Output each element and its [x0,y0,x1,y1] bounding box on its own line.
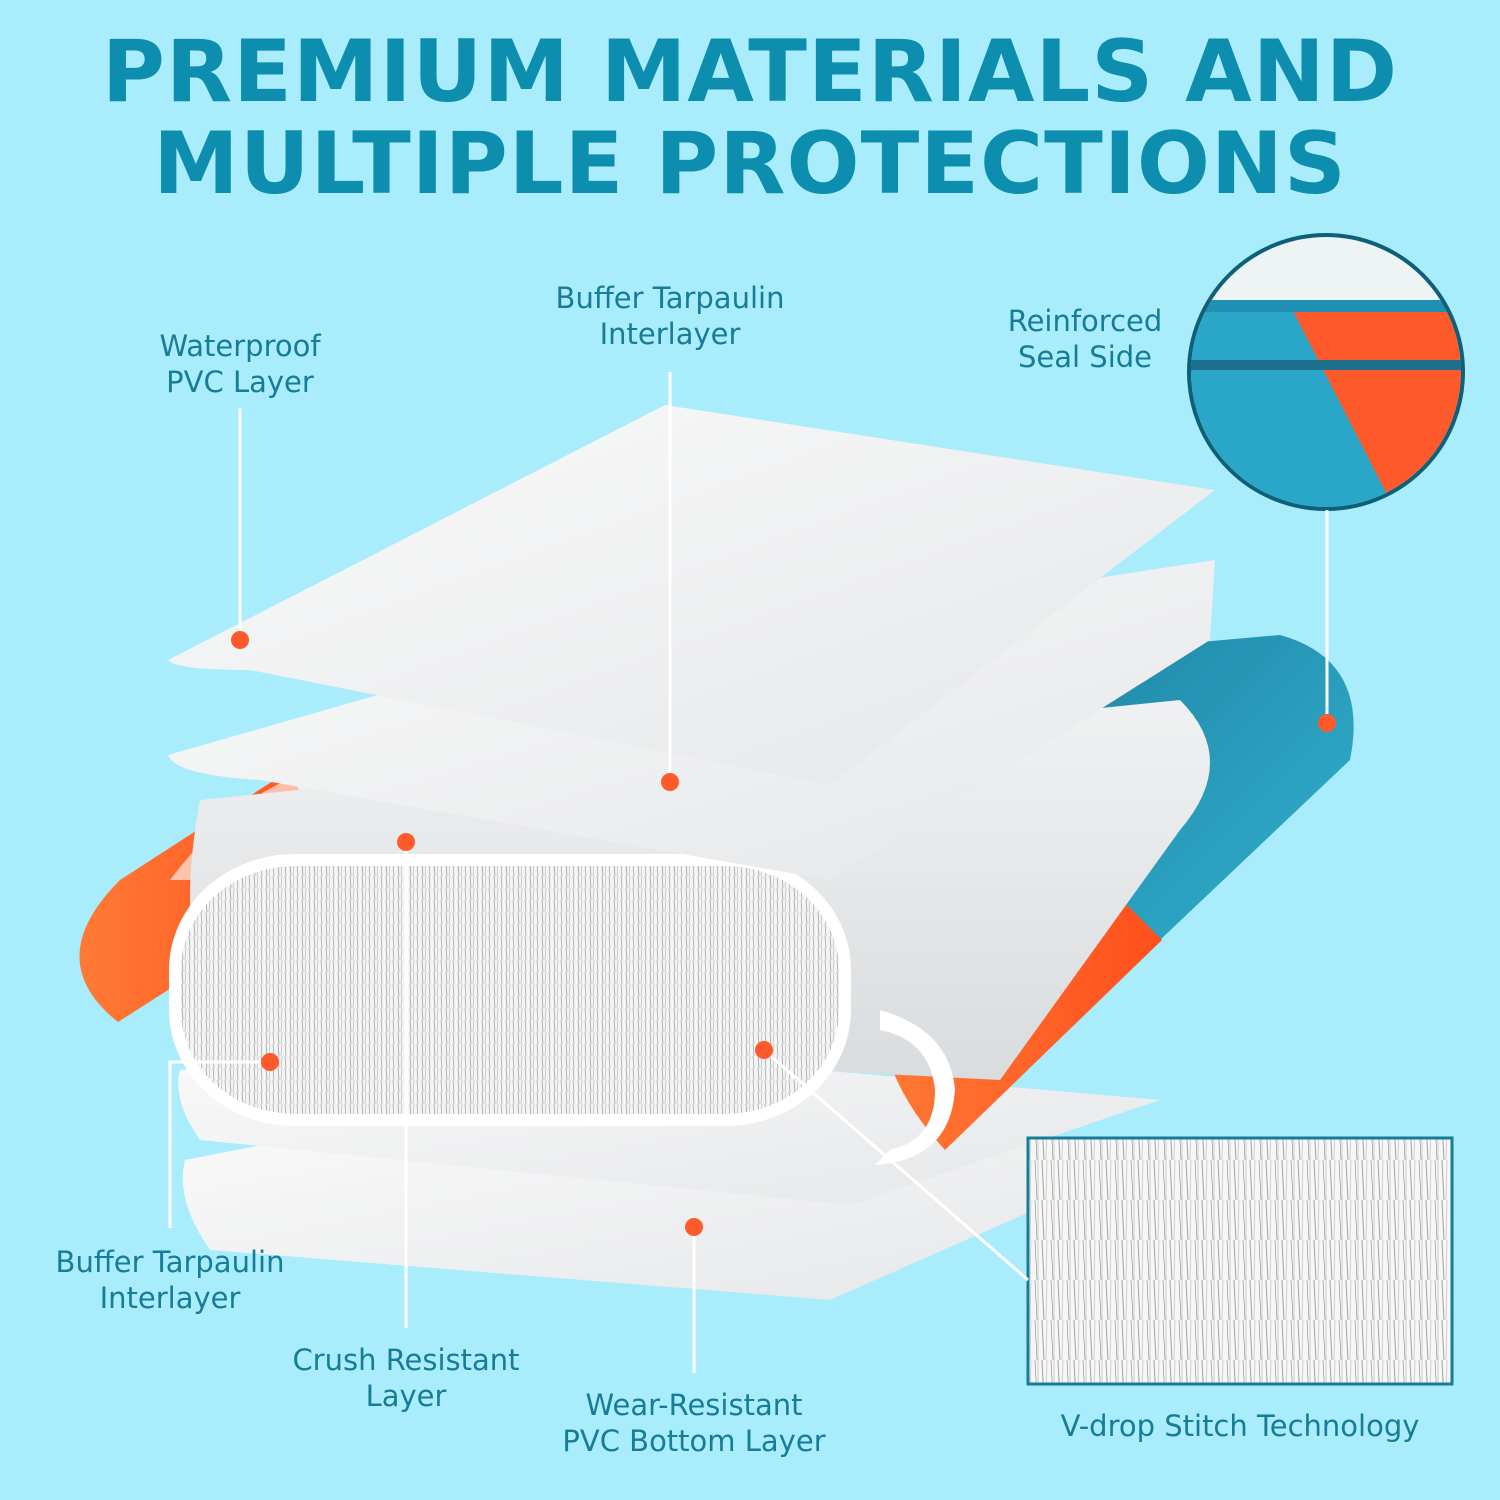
sheet-curl [875,1010,955,1165]
label-line: PVC Layer [166,365,314,399]
label-buffer-tarpaulin-top: Buffer Tarpaulin Interlayer [520,280,820,352]
label-crush-resistant: Crush Resistant Layer [266,1342,546,1414]
label-reinforced-seal: Reinforced Seal Side [985,303,1185,375]
label-line: Crush Resistant [292,1343,520,1377]
label-line: V-drop Stitch Technology [1060,1409,1420,1443]
seal-side-zoom-circle [1187,233,1465,511]
page-title: PREMIUM MATERIALS AND MULTIPLE PROTECTIO… [0,26,1500,210]
dot-buffer-bottom [261,1053,279,1071]
label-v-drop-stitch: V-drop Stitch Technology [1020,1408,1460,1444]
label-buffer-tarpaulin-bottom: Buffer Tarpaulin Interlayer [20,1244,320,1316]
dot-wear [685,1218,703,1236]
label-line: Buffer Tarpaulin [555,281,785,315]
label-wear-resistant: Wear-Resistant PVC Bottom Layer [534,1387,854,1459]
dot-crush [397,833,415,851]
dot-waterproof [231,631,249,649]
label-line: Reinforced [1007,304,1163,338]
title-line-2: MULTIPLE PROTECTIONS [153,114,1347,214]
label-line: PVC Bottom Layer [562,1424,826,1458]
label-line: Buffer Tarpaulin [55,1245,285,1279]
label-line: Interlayer [99,1281,241,1315]
title-line-1: PREMIUM MATERIALS AND [101,22,1399,122]
label-line: Waterproof [159,329,321,363]
label-line: Layer [365,1379,447,1413]
label-line: Interlayer [599,317,741,351]
dot-vdrop [755,1041,773,1059]
v-drop-zoom-box [1026,1136,1454,1386]
drop-stitch-core [169,854,851,1126]
leader-lines [168,372,1329,1373]
label-waterproof-pvc: Waterproof PVC Layer [140,328,340,400]
label-line: Wear-Resistant [585,1388,803,1422]
dot-buffer-top [661,773,679,791]
marker-dots [231,631,1336,1236]
top-waterproof-sheet [168,405,1215,785]
dot-reinforced [1318,714,1336,732]
label-line: Seal Side [1017,340,1152,374]
